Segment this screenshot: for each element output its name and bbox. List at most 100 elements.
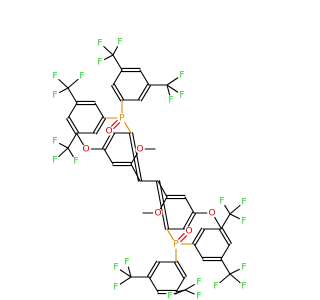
double-bond (66, 118, 77, 135)
double-bond (159, 180, 170, 230)
single-bond (119, 269, 132, 278)
double-bond (194, 229, 205, 246)
oxygen-atom-label: O (185, 226, 192, 236)
fluorine-atom-label: F (113, 282, 118, 292)
double-bond (113, 122, 120, 129)
double-bond (183, 211, 194, 229)
single-bond (112, 46, 119, 56)
double-bond (95, 118, 106, 135)
atom-label-background (239, 262, 249, 272)
single-bond (148, 276, 159, 293)
single-bond (112, 69, 123, 86)
atom-label-background (165, 291, 175, 300)
oxygen-atom-label: O (136, 144, 143, 154)
single-bond (67, 132, 78, 149)
atom-label-background (115, 37, 125, 47)
double-bond (132, 132, 143, 182)
double-bond (180, 235, 187, 242)
double-bond (149, 262, 160, 279)
single-bond (166, 84, 179, 93)
single-bond (174, 289, 186, 295)
atom-label-background (117, 113, 127, 123)
atom-label-background (239, 216, 249, 226)
atom-label-background (95, 38, 105, 48)
single-bond (184, 284, 196, 291)
atom-label-background (71, 156, 81, 166)
atom-label-background (50, 71, 60, 81)
atom-label-background (95, 57, 105, 67)
atom-label-background (211, 281, 221, 291)
oxygen-atom-label: O (208, 208, 215, 218)
single-bond (130, 163, 141, 182)
fluorine-atom-label: F (79, 71, 84, 81)
double-bond (93, 116, 104, 133)
single-bond (127, 266, 132, 278)
atom-label-background (207, 208, 217, 218)
atom-label-background (104, 126, 114, 136)
single-bond (103, 45, 114, 56)
atom-label-background (81, 144, 91, 154)
fluorine-atom-label: F (52, 71, 57, 81)
double-bond (128, 132, 139, 182)
double-bond (140, 85, 151, 102)
double-bond (219, 229, 230, 246)
single-bond (139, 69, 150, 86)
double-bond (155, 180, 166, 230)
atom-label-background (122, 257, 132, 267)
oxygen-atom-label: O (154, 208, 161, 218)
single-bond (124, 121, 132, 134)
fluorine-atom-label: F (179, 70, 184, 80)
single-bond (160, 196, 168, 210)
single-bond (157, 180, 168, 198)
double-bond (104, 133, 115, 151)
atom-label-background (217, 196, 227, 206)
single-bond (76, 133, 84, 146)
fluorine-atom-label: F (241, 216, 246, 226)
single-bond (220, 243, 231, 260)
single-bond (184, 196, 195, 214)
double-bond (138, 83, 149, 100)
single-bond (184, 289, 195, 295)
single-bond (58, 147, 69, 158)
atom-label-background (171, 239, 181, 249)
double-bond (111, 120, 118, 127)
bond-layer (58, 45, 241, 295)
atom-label-background (77, 71, 87, 81)
oxygen-atom-label: O (82, 144, 89, 154)
double-bond (221, 227, 232, 244)
single-bond (229, 213, 240, 220)
oxygen-atom-label: O (105, 126, 112, 136)
fluorine-atom-label: F (241, 281, 246, 291)
fluorine-atom-label: F (52, 136, 57, 146)
single-bond (166, 77, 179, 86)
atom-label-background (153, 208, 163, 218)
single-bond (229, 204, 241, 215)
atom-label-background (184, 226, 194, 236)
single-bond (67, 147, 74, 158)
fluorine-atom-label: F (73, 156, 78, 166)
phosphorus-atom-label: P (119, 113, 125, 123)
single-bond (112, 54, 123, 71)
atom-label-background (239, 281, 249, 291)
atom-label-background (50, 136, 60, 146)
single-bond (193, 243, 204, 260)
single-bond (214, 216, 222, 229)
fluorine-atom-label: F (179, 90, 184, 100)
double-bond (174, 262, 185, 279)
single-bond (175, 276, 186, 293)
double-bond (113, 83, 124, 100)
single-bond (67, 87, 78, 104)
double-bond (176, 260, 187, 277)
phosphorus-atom-label: P (173, 239, 179, 249)
single-bond (119, 276, 132, 285)
single-bond (130, 152, 138, 165)
single-bond (59, 87, 69, 94)
fluorine-atom-label: F (196, 277, 201, 287)
single-bond (104, 54, 114, 61)
atom-label-background (194, 277, 204, 287)
fluorine-atom-label: F (124, 257, 129, 267)
fluorine-atom-label: F (97, 57, 102, 67)
double-bond (147, 260, 158, 277)
